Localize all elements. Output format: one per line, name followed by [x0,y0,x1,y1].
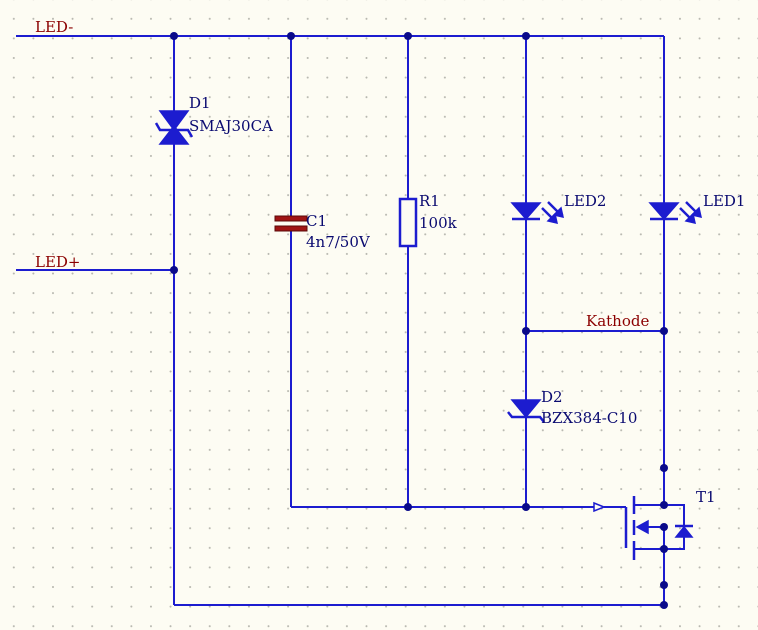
junction-d2-bottom [522,503,530,511]
junction-kathode-led1 [660,327,668,335]
junctions [170,32,668,609]
wires [16,35,665,606]
led1-light-arrows-icon [679,201,702,224]
d2-ref-label: D2 [541,388,563,406]
junction-led-plus [170,266,178,274]
junction-t1-drain-wire [660,464,668,472]
c1-value-label: 4n7/50V [306,233,371,251]
r1-ref-label: R1 [419,192,440,210]
c1-capacitor[interactable] [274,190,308,250]
net-label-kathode: Kathode [586,312,649,330]
junction-t1-source [660,545,668,553]
d2-zener-diode[interactable] [507,370,545,435]
junction-c1-top [287,32,295,40]
led2-diode[interactable] [510,180,564,242]
led1-diode[interactable] [648,180,702,242]
d2-value-label: BZX384-C10 [541,409,637,427]
led1-ref-label: LED1 [703,192,745,210]
junction-t1-source-wire [660,581,668,589]
junction-bottom-right [660,601,668,609]
d1-value-label: SMAJ30CA [189,117,273,135]
junction-t1-drain [660,501,668,509]
junction-r1-bottom [404,503,412,511]
t1-mosfet[interactable] [593,468,694,560]
led2-ref-label: LED2 [564,192,606,210]
r1-resistor[interactable] [398,175,418,270]
d1-tvs-diode[interactable] [154,95,194,170]
c1-ref-label: C1 [306,212,327,230]
junction-led2-top [522,32,530,40]
d1-ref-label: D1 [189,94,211,112]
net-label-led-minus: LED- [35,18,73,36]
gate-port-arrow-icon [593,501,607,513]
t1-ref-label: T1 [696,488,716,506]
junction-d1-top [170,32,178,40]
net-label-led-plus: LED+ [35,253,81,271]
junction-r1-top [404,32,412,40]
junction-kathode-led2 [522,327,530,335]
led2-light-arrows-icon [541,201,564,224]
r1-value-label: 100k [419,214,458,232]
junction-t1-body [660,523,668,531]
